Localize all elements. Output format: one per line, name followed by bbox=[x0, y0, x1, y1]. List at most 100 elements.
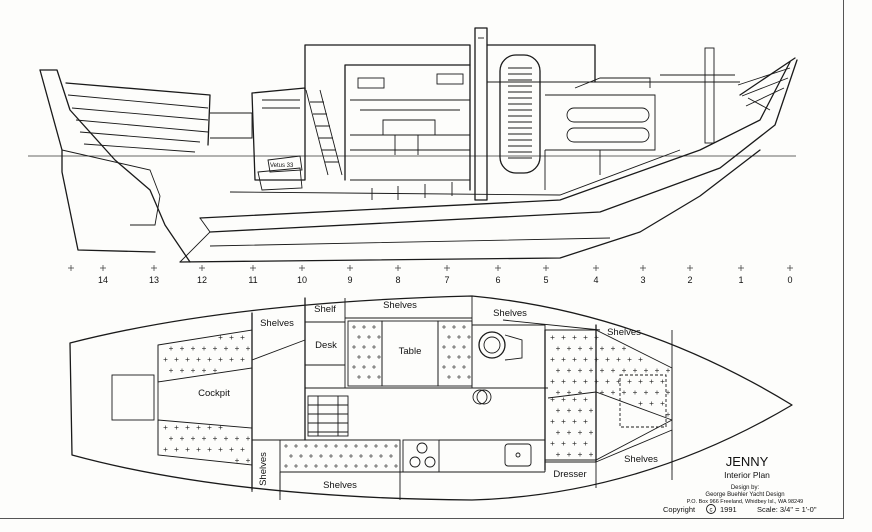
cushion-cross bbox=[561, 441, 566, 446]
head-compartment bbox=[472, 324, 546, 388]
cushion-cross bbox=[235, 346, 239, 351]
station-13: 13 bbox=[149, 275, 159, 285]
cushion-cross bbox=[185, 447, 190, 452]
cushion-cross bbox=[467, 375, 471, 379]
cushion-cross bbox=[611, 390, 615, 395]
fwd-bulkheads bbox=[544, 150, 601, 190]
cushion-cross bbox=[364, 464, 368, 468]
title-block: JENNY Interior Plan Design by: George Bu… bbox=[663, 454, 817, 514]
cushion-cross bbox=[169, 346, 173, 351]
bow-rail bbox=[739, 57, 796, 96]
cushion-cross bbox=[180, 368, 184, 373]
station-12: 12 bbox=[197, 275, 207, 285]
cushion-cross bbox=[304, 444, 308, 448]
fwd-hatch bbox=[574, 77, 651, 89]
cushion-cross bbox=[354, 464, 358, 468]
cushion-cross bbox=[384, 444, 388, 448]
cushion-cross bbox=[622, 368, 626, 373]
cushion-cross bbox=[185, 357, 190, 362]
station-tick bbox=[640, 265, 646, 271]
cushion-cross bbox=[594, 335, 599, 340]
label-shelves-upper: Shelves bbox=[493, 308, 527, 319]
label-shelves-fwd: Shelves bbox=[607, 327, 641, 338]
galley-counter bbox=[439, 439, 546, 472]
rudder-area bbox=[61, 149, 161, 226]
cushion-cross bbox=[589, 346, 593, 351]
cushion-cross bbox=[649, 401, 654, 406]
cushion-cross bbox=[174, 447, 179, 452]
station-tick bbox=[738, 265, 744, 271]
cushion-cross bbox=[218, 447, 223, 452]
cushion-cross bbox=[191, 436, 195, 441]
cushion-cross bbox=[377, 375, 381, 379]
cushion-cross bbox=[556, 390, 560, 395]
cushion-cross bbox=[572, 419, 577, 424]
sheer-line bbox=[199, 61, 791, 219]
cushion-cross bbox=[633, 368, 637, 373]
cushion-cross bbox=[202, 436, 206, 441]
cushion-cross bbox=[644, 368, 648, 373]
cushion-cross bbox=[284, 464, 288, 468]
cushion-cross bbox=[447, 355, 451, 359]
cushion-cross bbox=[611, 346, 615, 351]
station-tick bbox=[100, 265, 106, 271]
cushion-cross bbox=[561, 335, 566, 340]
engine-label: Vetus 33 bbox=[270, 163, 294, 169]
cushion-cross bbox=[329, 454, 333, 458]
cushion-cross bbox=[600, 368, 604, 373]
station-tick bbox=[543, 265, 549, 271]
keel-line bbox=[179, 149, 761, 263]
bow-planks bbox=[737, 67, 791, 111]
cushion-cross bbox=[377, 335, 381, 339]
cushion-cross bbox=[457, 375, 461, 379]
station-tick bbox=[495, 265, 501, 271]
cushion-cross bbox=[572, 335, 577, 340]
cushion-cross bbox=[649, 379, 654, 384]
cushion-cross bbox=[174, 357, 179, 362]
cushion-cross bbox=[352, 325, 356, 329]
sheet-border bbox=[0, 0, 844, 519]
station-7: 7 bbox=[444, 275, 449, 285]
cushion-cross bbox=[462, 325, 466, 329]
toilet-inner bbox=[483, 336, 501, 354]
label-shelves-side: Shelves bbox=[258, 452, 269, 486]
cushion-cross bbox=[452, 325, 456, 329]
cushion-cross bbox=[550, 379, 555, 384]
cushion-cross bbox=[163, 357, 168, 362]
galley-sink bbox=[504, 443, 532, 467]
cushion-cross bbox=[334, 464, 338, 468]
cushion-cross bbox=[240, 357, 245, 362]
frame-stubs bbox=[371, 182, 453, 200]
station-tick bbox=[199, 265, 205, 271]
dinette-seat-fwd bbox=[437, 320, 473, 387]
cushion-cross bbox=[218, 425, 223, 430]
cushion-cross bbox=[666, 390, 670, 395]
cushion-cross bbox=[442, 325, 446, 329]
station-marks bbox=[68, 265, 793, 271]
cushion-cross bbox=[567, 452, 571, 457]
ladder-rails bbox=[305, 89, 343, 176]
cushion-cross bbox=[314, 464, 318, 468]
cushion-cross bbox=[369, 454, 373, 458]
cushion-cross bbox=[334, 444, 338, 448]
hull-outer bbox=[209, 59, 798, 233]
cushion-cross bbox=[644, 390, 648, 395]
burner-1 bbox=[416, 442, 428, 454]
cushion-cross bbox=[284, 444, 288, 448]
station-1: 1 bbox=[738, 275, 743, 285]
cushion-cross bbox=[457, 355, 461, 359]
cushion-cross bbox=[304, 464, 308, 468]
cushion-cross bbox=[196, 447, 201, 452]
cushion-cross bbox=[462, 345, 466, 349]
transom-outline bbox=[39, 69, 156, 253]
cushion-cross bbox=[384, 464, 388, 468]
lower-shelves-band bbox=[279, 471, 545, 500]
cushion-cross bbox=[583, 357, 588, 362]
cushion-cross bbox=[561, 357, 566, 362]
aft-rail-top bbox=[65, 82, 211, 146]
fwd-hatch-plan bbox=[619, 374, 667, 428]
mast-step-2 bbox=[476, 389, 492, 405]
station-tick bbox=[68, 265, 74, 271]
cushion-cross bbox=[319, 454, 323, 458]
cabin-house-inner bbox=[344, 64, 471, 181]
